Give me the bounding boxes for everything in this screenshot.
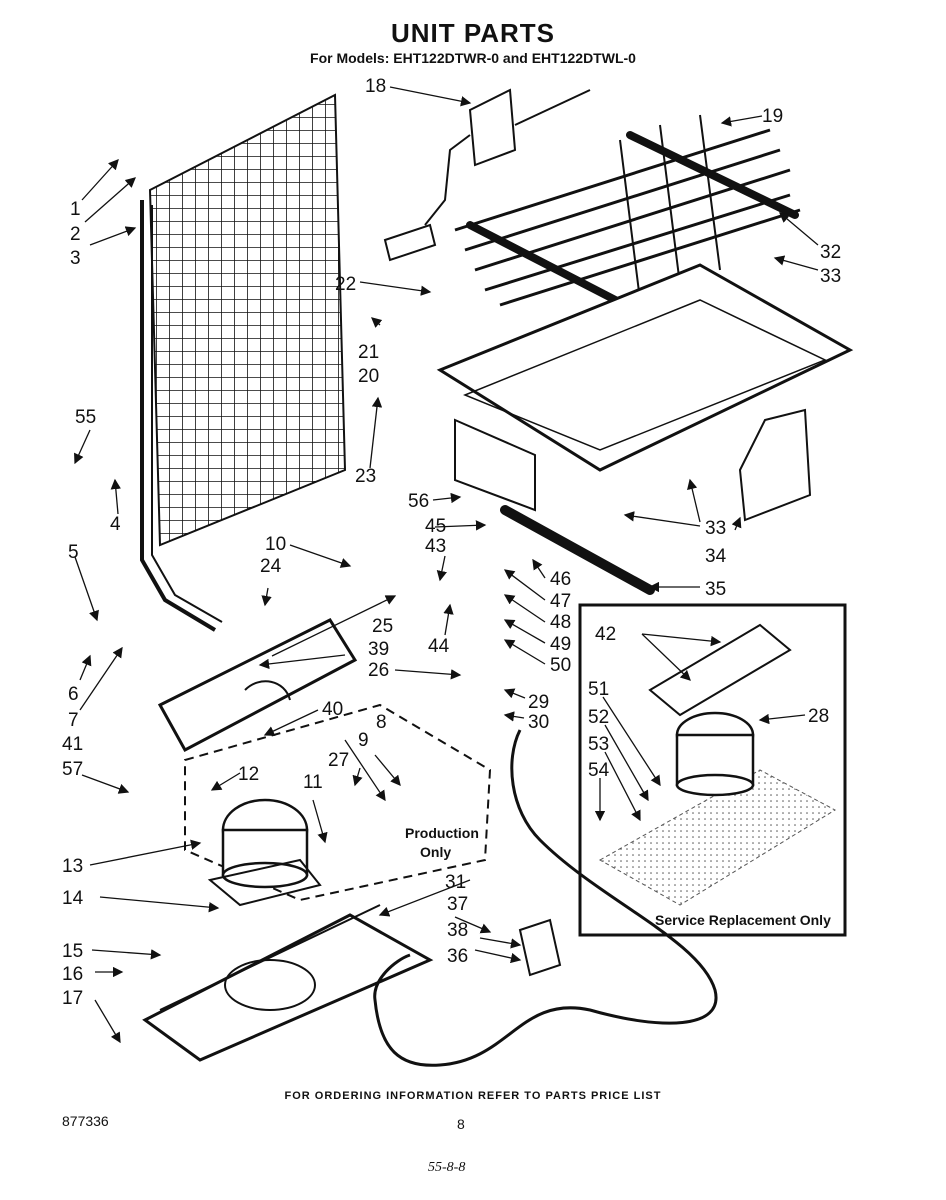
- callout-15: 15: [62, 941, 83, 962]
- callout-26: 26: [368, 660, 389, 681]
- heater-bracket: [738, 408, 812, 522]
- callout-33b: 33: [705, 518, 726, 539]
- callout-35: 35: [705, 579, 726, 600]
- callout-24: 24: [260, 556, 282, 577]
- callout-47: 47: [550, 591, 571, 612]
- callout-40: 40: [322, 699, 343, 720]
- callout-51: 51: [588, 679, 609, 700]
- models-subtitle: For Models: EHT122DTWR-0 and EHT122DTWL-…: [310, 50, 636, 66]
- callout-55: 55: [75, 407, 96, 428]
- callout-13: 13: [62, 856, 83, 877]
- thermostat: [383, 88, 591, 262]
- defrost-heater: [500, 505, 655, 595]
- callout-54: 54: [588, 760, 610, 781]
- callout-6: 6: [68, 684, 79, 705]
- callout-9: 9: [358, 730, 369, 751]
- service-replacement-frame: [578, 603, 847, 937]
- callout-37: 37: [447, 894, 468, 915]
- callout-38: 38: [447, 920, 468, 941]
- ordering-note: FOR ORDERING INFORMATION REFER TO PARTS …: [284, 1090, 662, 1102]
- callout-39: 39: [368, 639, 389, 660]
- callout-17: 17: [62, 988, 83, 1009]
- callout-42: 42: [595, 624, 616, 645]
- callout-23: 23: [355, 466, 376, 487]
- condensate-tube: [373, 729, 718, 1067]
- callout-34: 34: [705, 546, 727, 567]
- condenser-coil: [140, 93, 347, 632]
- callout-48: 48: [550, 612, 571, 633]
- callout-7: 7: [68, 710, 79, 731]
- service-replacement-label: Service Replacement Only: [655, 912, 831, 928]
- callout-19: 19: [762, 106, 783, 127]
- callout-57: 57: [62, 759, 83, 780]
- callout-11: 11: [303, 772, 323, 793]
- production-only-frame: [184, 703, 492, 902]
- document-number: 877336: [62, 1113, 109, 1129]
- callout-36: 36: [447, 946, 468, 967]
- callout-2: 2: [70, 224, 81, 245]
- callout-30: 30: [528, 712, 549, 733]
- callout-27: 27: [328, 750, 349, 771]
- callout-20: 20: [358, 366, 379, 387]
- callout-14: 14: [62, 888, 84, 909]
- callout-1: 1: [70, 199, 81, 220]
- callout-31: 31: [445, 872, 466, 893]
- callout-49: 49: [550, 634, 571, 655]
- callout-10: 10: [265, 534, 286, 555]
- callout-21: 21: [358, 342, 379, 363]
- relay: [518, 918, 562, 977]
- production-label-line2: Only: [420, 844, 451, 860]
- callout-8: 8: [376, 712, 387, 733]
- callout-29: 29: [528, 692, 549, 713]
- callout-22: 22: [335, 274, 356, 295]
- callout-16: 16: [62, 964, 83, 985]
- evaporator-coil: [454, 114, 801, 309]
- production-label-line1: Production: [405, 825, 479, 841]
- page-number: 8: [457, 1116, 465, 1132]
- base-frame: [142, 904, 434, 1062]
- callout-53: 53: [588, 734, 609, 755]
- callout-52: 52: [588, 707, 609, 728]
- callout-32: 32: [820, 242, 841, 263]
- callout-28: 28: [808, 706, 829, 727]
- drain-trough: [436, 263, 854, 512]
- callout-46: 46: [550, 569, 571, 590]
- callout-4: 4: [110, 514, 121, 535]
- callout-43: 43: [425, 536, 446, 557]
- callout-44: 44: [428, 636, 450, 657]
- callout-41: 41: [62, 734, 83, 755]
- callout-33a: 33: [820, 266, 841, 287]
- drain-pan: [157, 618, 358, 753]
- callout-25: 25: [372, 616, 393, 637]
- service-compressor: [598, 623, 837, 906]
- callout-12: 12: [238, 764, 259, 785]
- handwritten-note: 55-8-8: [428, 1160, 466, 1175]
- leader-lines: [74, 86, 819, 1044]
- callout-5: 5: [68, 542, 79, 563]
- callout-3: 3: [70, 248, 81, 269]
- page-title: UNIT PARTS: [390, 18, 556, 48]
- callout-56: 56: [408, 491, 429, 512]
- callout-50: 50: [550, 655, 571, 676]
- callout-45: 45: [425, 516, 446, 537]
- callout-18: 18: [365, 76, 386, 97]
- compressor: [207, 798, 322, 907]
